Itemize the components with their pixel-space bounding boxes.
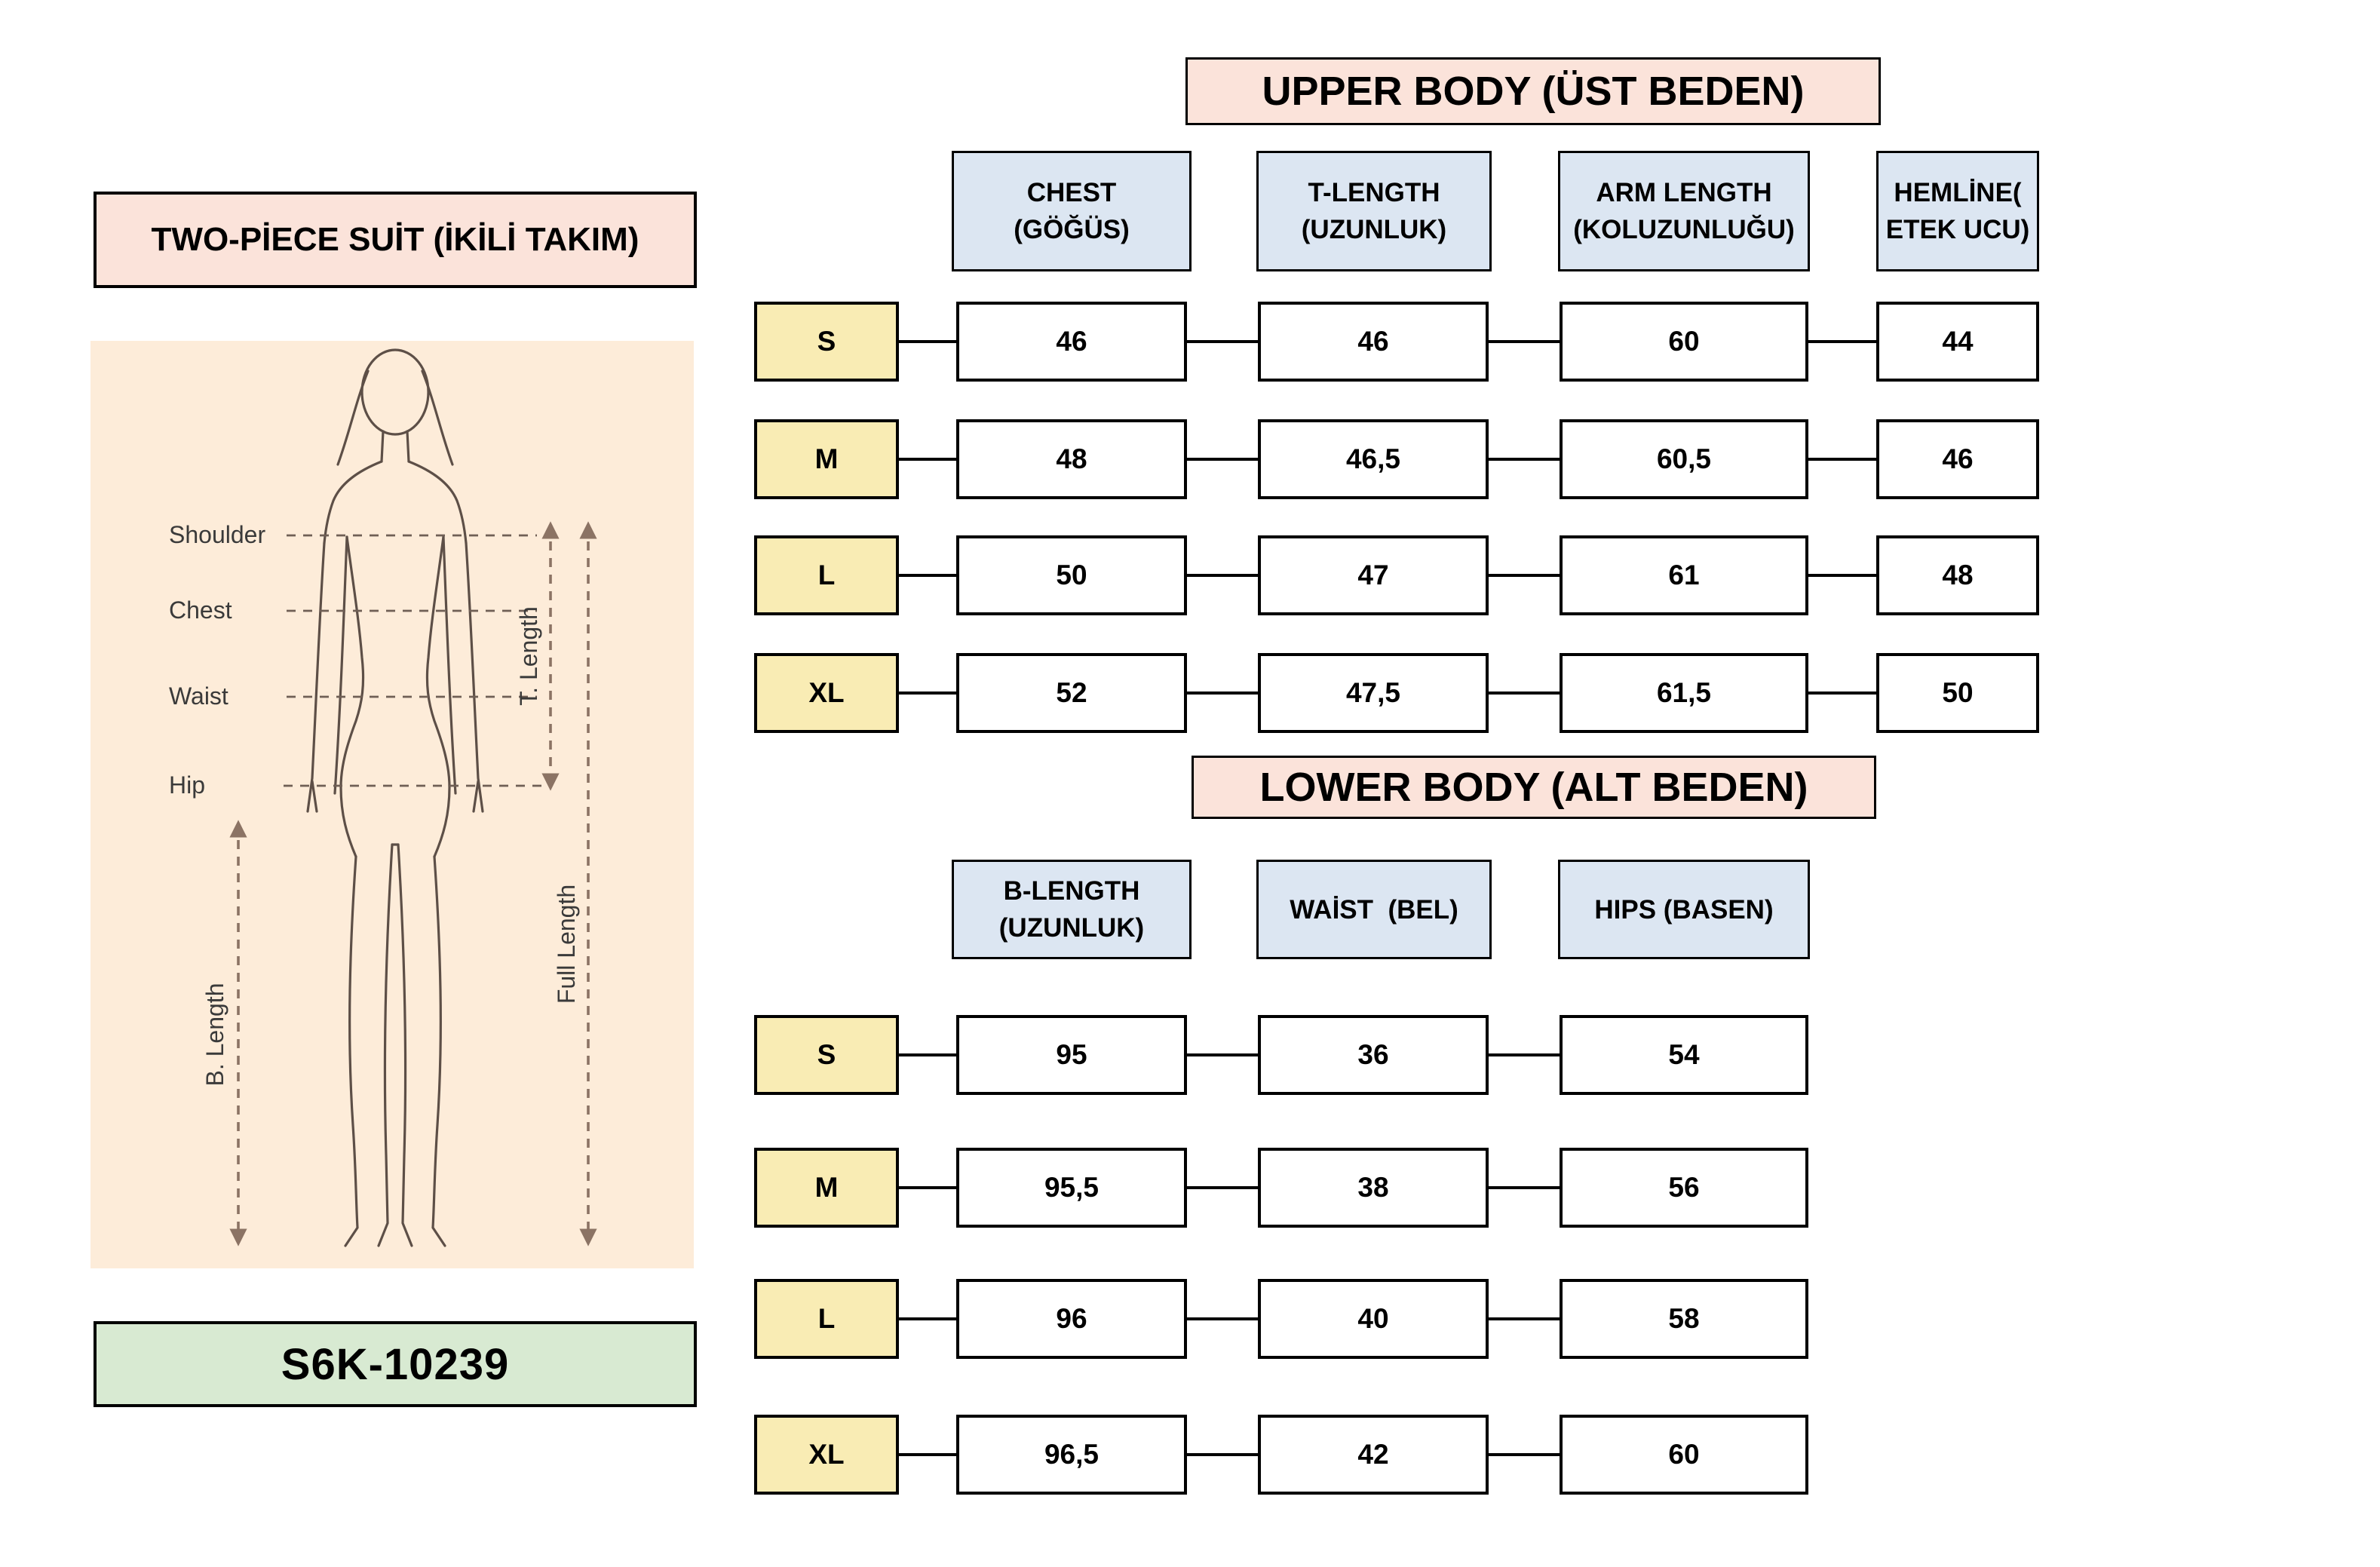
hip-label: Hip <box>169 771 205 799</box>
column-header-line: WAİST (BEL) <box>1290 894 1458 925</box>
column-header-t-length: T-LENGTH (UZUNLUK) <box>1256 151 1492 271</box>
value-cell: 95 <box>956 1015 1187 1095</box>
value-cell: 47,5 <box>1258 653 1489 733</box>
size-cell: S <box>754 1015 899 1095</box>
column-header-hemline: HEMLİNE( ETEK UCU) <box>1876 151 2039 271</box>
column-header-line: T-LENGTH <box>1308 178 1440 207</box>
lower-row-l: L 96 40 58 <box>754 1279 1808 1359</box>
connector-line <box>827 1317 1684 1320</box>
product-title: TWO-PİECE SUİT (İKİLİ TAKIM) <box>94 192 697 288</box>
column-header-line: (UZUNLUK) <box>1301 215 1447 244</box>
full-length-label: Full Length <box>553 885 580 1004</box>
value-cell: 48 <box>956 419 1187 499</box>
column-header-chest: CHEST (GÖĞÜS) <box>952 151 1192 271</box>
lower-row-s: S 95 36 54 <box>754 1015 1808 1095</box>
value-cell: 60 <box>1560 302 1808 382</box>
connector-line <box>827 1186 1684 1189</box>
body-measurement-figure: Shoulder Chest Waist Hip B. Length T. Le… <box>90 341 694 1268</box>
size-cell: S <box>754 302 899 382</box>
upper-row-l: L 50 47 61 48 <box>754 535 2039 615</box>
value-cell: 95,5 <box>956 1148 1187 1228</box>
column-header-line: CHEST <box>1026 178 1117 207</box>
waist-label: Waist <box>169 682 228 710</box>
value-cell: 96,5 <box>956 1415 1187 1495</box>
value-cell: 96 <box>956 1279 1187 1359</box>
size-cell: M <box>754 419 899 499</box>
shoulder-label: Shoulder <box>169 521 265 548</box>
value-cell: 60,5 <box>1560 419 1808 499</box>
measurement-lines <box>284 534 546 787</box>
body-silhouette: Shoulder Chest Waist Hip B. Length T. Le… <box>169 348 597 1247</box>
lower-row-xl: XL 96,5 42 60 <box>754 1415 1808 1495</box>
value-cell: 60 <box>1560 1415 1808 1495</box>
value-cell: 54 <box>1560 1015 1808 1095</box>
column-header-line: ETEK UCU) <box>1885 215 2030 244</box>
column-header-arm-length: ARM LENGTH (KOLUZUNLUĞU) <box>1558 151 1810 271</box>
column-header-hips: HIPS (BASEN) <box>1558 860 1810 959</box>
column-header-line: ARM LENGTH <box>1596 178 1772 207</box>
value-cell: 46 <box>1258 302 1489 382</box>
value-cell: 47 <box>1258 535 1489 615</box>
value-cell: 56 <box>1560 1148 1808 1228</box>
value-cell: 48 <box>1876 535 2039 615</box>
size-cell: XL <box>754 653 899 733</box>
column-header-line: (GÖĞÜS) <box>1014 215 1130 244</box>
column-header-line: (UZUNLUK) <box>998 913 1145 943</box>
b-length-label: B. Length <box>201 983 228 1087</box>
lower-body-title: LOWER BODY (ALT BEDEN) <box>1192 756 1876 819</box>
lower-row-m: M 95,5 38 56 <box>754 1148 1808 1228</box>
value-cell: 61 <box>1560 535 1808 615</box>
value-cell: 46 <box>956 302 1187 382</box>
connector-line <box>827 1053 1684 1056</box>
t-length-label: T. Length <box>515 606 542 706</box>
value-cell: 46,5 <box>1258 419 1489 499</box>
value-cell: 42 <box>1258 1415 1489 1495</box>
value-cell: 40 <box>1258 1279 1489 1359</box>
value-cell: 50 <box>956 535 1187 615</box>
size-cell: M <box>754 1148 899 1228</box>
value-cell: 61,5 <box>1560 653 1808 733</box>
upper-row-xl: XL 52 47,5 61,5 50 <box>754 653 2039 733</box>
column-header-line: (KOLUZUNLUĞU) <box>1573 215 1795 244</box>
column-header-line: HEMLİNE( <box>1894 178 2022 207</box>
chest-label: Chest <box>169 596 232 624</box>
value-cell: 44 <box>1876 302 2039 382</box>
connector-line <box>827 1453 1684 1456</box>
column-header-line: B-LENGTH <box>1003 876 1140 906</box>
size-cell: L <box>754 1279 899 1359</box>
upper-row-m: M 48 46,5 60,5 46 <box>754 419 2039 499</box>
length-arrows <box>229 521 597 1247</box>
female-body-outline <box>306 348 484 1247</box>
value-cell: 50 <box>1876 653 2039 733</box>
value-cell: 52 <box>956 653 1187 733</box>
column-header-waist: WAİST (BEL) <box>1256 860 1492 959</box>
value-cell: 46 <box>1876 419 2039 499</box>
size-cell: L <box>754 535 899 615</box>
value-cell: 38 <box>1258 1148 1489 1228</box>
column-header-line: HIPS (BASEN) <box>1594 894 1774 925</box>
value-cell: 36 <box>1258 1015 1489 1095</box>
column-header-b-length: B-LENGTH (UZUNLUK) <box>952 860 1192 959</box>
upper-row-s: S 46 46 60 44 <box>754 302 2039 382</box>
value-cell: 58 <box>1560 1279 1808 1359</box>
upper-body-title: UPPER BODY (ÜST BEDEN) <box>1185 57 1881 125</box>
size-cell: XL <box>754 1415 899 1495</box>
product-code: S6K-10239 <box>94 1321 697 1407</box>
